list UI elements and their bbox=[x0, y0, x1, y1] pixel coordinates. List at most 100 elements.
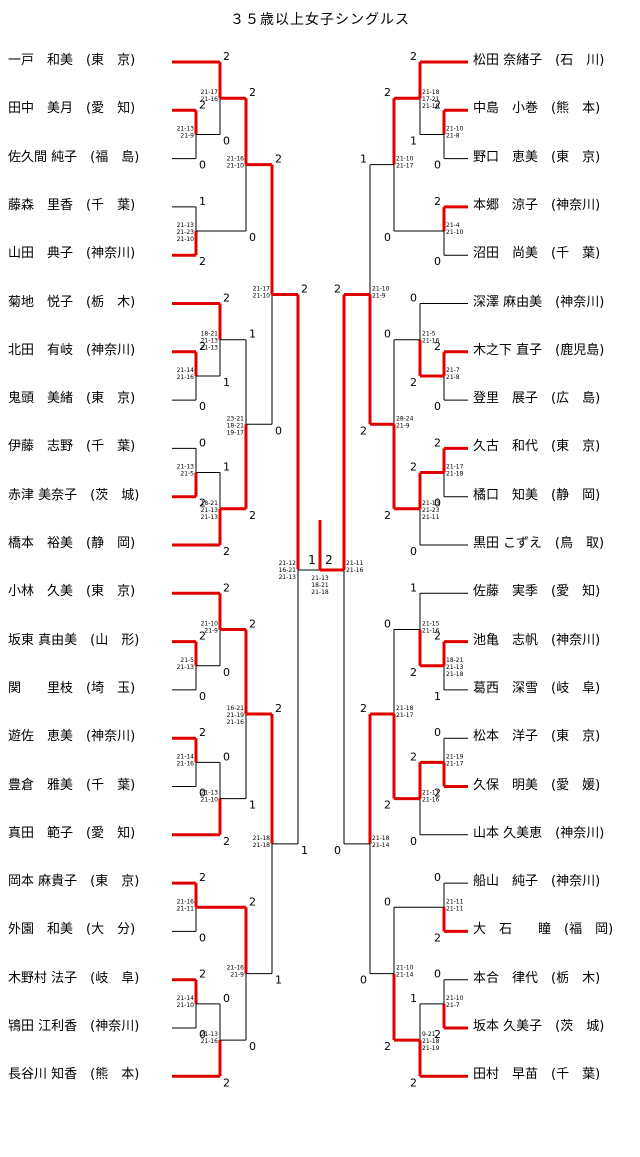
game-score: 21-10 bbox=[201, 621, 219, 628]
game-score: 21-13 bbox=[201, 507, 219, 514]
left-player-name: 木野村 法子 (岐 阜) bbox=[8, 970, 140, 986]
game-score: 16-21 bbox=[227, 705, 245, 712]
match-score: 2 bbox=[410, 50, 417, 63]
game-score: 17-21 bbox=[422, 96, 440, 103]
right-player-name: 坂本 久美子 (茨 城) bbox=[473, 1019, 605, 1034]
left-player-name: 岡本 麻貴子 (東 京) bbox=[8, 874, 140, 890]
match-score: 2 bbox=[434, 931, 441, 944]
game-score: 21-13 bbox=[177, 125, 195, 132]
game-score: 21-17 bbox=[446, 464, 464, 471]
game-score: 21-10 bbox=[396, 965, 414, 972]
match-score: 2 bbox=[249, 509, 256, 522]
match-score: 2 bbox=[410, 750, 417, 763]
match-score: 2 bbox=[410, 461, 417, 474]
game-score: 21-7 bbox=[446, 1002, 460, 1009]
game-score: 21-18 bbox=[422, 89, 440, 96]
game-score: 21-14 bbox=[396, 972, 414, 979]
left-player-name: 北田 有岐 (神奈川) bbox=[8, 342, 136, 358]
match-score: 0 bbox=[434, 255, 441, 268]
match-score: 2 bbox=[301, 282, 308, 295]
match-score: 2 bbox=[223, 545, 230, 558]
game-score: 18-21 bbox=[201, 500, 219, 507]
match-score: 0 bbox=[434, 871, 441, 884]
game-score: 21-18 bbox=[446, 471, 464, 478]
match-score: 0 bbox=[199, 931, 206, 944]
match-score: 0 bbox=[249, 231, 256, 244]
right-player-name: 黒田 こずえ (鳥 取) bbox=[473, 536, 605, 551]
left-player-name: 遊佐 恵美 (神奈川) bbox=[8, 729, 136, 745]
game-score: 21-13 bbox=[177, 664, 195, 671]
game-score: 18-21 bbox=[446, 657, 464, 664]
match-score: 1 bbox=[199, 195, 206, 208]
game-score: 21-13 bbox=[279, 574, 297, 581]
game-score: 19-17 bbox=[227, 429, 245, 436]
game-score: 21-18 bbox=[422, 1038, 440, 1045]
match-score: 2 bbox=[223, 292, 230, 305]
left-player-name: 佐久間 純子 (福 島) bbox=[8, 149, 140, 165]
match-score: 2 bbox=[275, 702, 282, 715]
final-game-score: 18-21 bbox=[311, 582, 329, 589]
left-player-name: 橋本 裕美 (静 岡) bbox=[8, 536, 136, 551]
final-score-right: 2 bbox=[325, 553, 333, 567]
game-score: 21-11 bbox=[446, 905, 464, 912]
left-player-name: 藤森 里香 (千 葉) bbox=[8, 197, 136, 213]
game-score: 21-18 bbox=[253, 842, 271, 849]
match-score: 0 bbox=[199, 400, 206, 413]
game-score: 21-10 bbox=[227, 163, 245, 170]
game-score: 21-16 bbox=[201, 1038, 219, 1045]
final-game-score: 21-18 bbox=[311, 589, 329, 596]
match-score: 0 bbox=[384, 895, 391, 908]
match-score: 0 bbox=[434, 726, 441, 739]
game-score: 21-10 bbox=[446, 125, 464, 132]
match-score: 2 bbox=[199, 630, 206, 643]
match-score: 2 bbox=[384, 1040, 391, 1053]
game-score: 21-13 bbox=[201, 338, 219, 345]
right-player-name: 本合 律代 (栃 木) bbox=[473, 970, 601, 986]
right-player-name: 池亀 志帆 (神奈川) bbox=[473, 632, 601, 648]
left-player-name: 伊藤 志野 (千 葉) bbox=[8, 439, 136, 455]
match-score: 2 bbox=[223, 50, 230, 63]
match-score: 0 bbox=[434, 400, 441, 413]
left-player-name: 真田 範子 (愛 知) bbox=[8, 825, 136, 841]
match-score: 2 bbox=[434, 630, 441, 643]
match-score: 0 bbox=[334, 844, 341, 857]
right-player-name: 木之下 直子 (鹿児島) bbox=[473, 342, 605, 358]
game-score: 21-13 bbox=[422, 500, 440, 507]
game-score: 18-21 bbox=[227, 422, 245, 429]
match-score: 1 bbox=[301, 844, 308, 857]
right-player-name: 田村 早苗 (千 葉) bbox=[473, 1067, 601, 1083]
left-player-name: 小林 久美 (東 京) bbox=[8, 584, 136, 600]
match-score: 2 bbox=[275, 153, 282, 166]
game-score: 21-10 bbox=[253, 292, 271, 299]
right-player-name: 佐藤 実季 (愛 知) bbox=[473, 584, 601, 600]
right-player-name: 久古 和代 (東 京) bbox=[473, 439, 601, 455]
match-score: 2 bbox=[360, 702, 367, 715]
match-score: 1 bbox=[223, 461, 230, 474]
game-score: 21-14 bbox=[177, 995, 195, 1002]
game-score: 21-9 bbox=[396, 422, 410, 429]
match-score: 0 bbox=[410, 835, 417, 848]
game-score: 21-11 bbox=[422, 514, 440, 521]
game-score: 21-14 bbox=[177, 753, 195, 760]
match-score: 2 bbox=[384, 509, 391, 522]
match-score: 0 bbox=[275, 424, 282, 437]
right-player-name: 山本 久美恵 (神奈川) bbox=[473, 825, 605, 841]
game-score: 21-10 bbox=[372, 285, 390, 292]
game-score: 9-21 bbox=[422, 1031, 436, 1038]
match-score: 0 bbox=[249, 1040, 256, 1053]
game-score: 21-16 bbox=[177, 760, 195, 767]
match-score: 2 bbox=[199, 497, 206, 510]
game-score: 28-24 bbox=[396, 415, 414, 422]
match-score: 1 bbox=[223, 376, 230, 389]
match-score: 1 bbox=[434, 690, 441, 703]
game-score: 21-14 bbox=[177, 367, 195, 374]
match-score: 2 bbox=[223, 835, 230, 848]
left-player-name: 外園 和美 (大 分) bbox=[8, 922, 136, 938]
game-score: 21-11 bbox=[177, 905, 195, 912]
right-player-name: 沼田 尚美 (千 葉) bbox=[473, 246, 601, 262]
match-score: 2 bbox=[434, 787, 441, 800]
game-score: 21-5 bbox=[180, 471, 194, 478]
right-player-name: 本郷 涼子 (神奈川) bbox=[473, 197, 601, 213]
game-score: 21-10 bbox=[177, 1002, 195, 1009]
